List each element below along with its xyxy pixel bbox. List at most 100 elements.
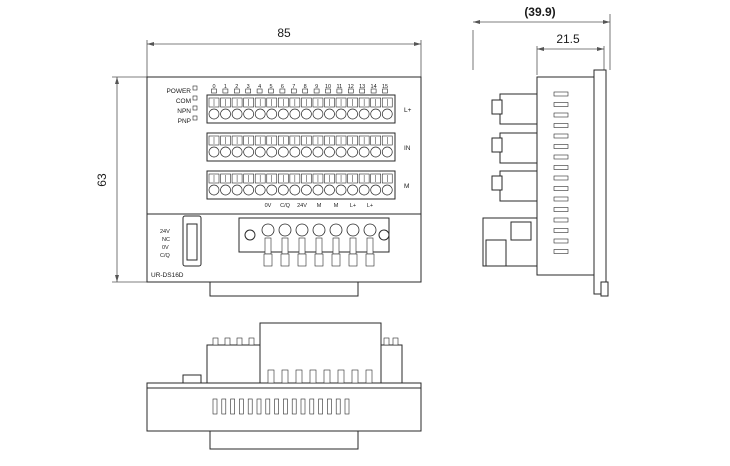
channel-led <box>234 88 240 94</box>
status-led <box>192 115 198 121</box>
connector-pin <box>281 237 289 255</box>
side-vent-slot <box>553 133 569 139</box>
connector-screw <box>329 223 343 237</box>
port-label-cq: C/Q <box>160 253 171 259</box>
channel-led <box>313 88 320 94</box>
height-dimension <box>112 76 147 283</box>
led-labels: POWER COM NPN PNP <box>166 88 191 125</box>
bottom-vent-slot <box>212 398 218 415</box>
bottom-vent-slot <box>239 398 244 415</box>
side-vent-slot <box>553 165 569 170</box>
connector-label-24v: 24V <box>297 203 307 209</box>
side-vent-slot <box>553 123 569 128</box>
channel-led <box>268 88 274 94</box>
terminal-opening <box>381 146 393 158</box>
channel-number: 14 <box>371 84 377 90</box>
connector-screw <box>295 223 309 237</box>
bottom-vents <box>212 398 350 415</box>
channel-number: 13 <box>359 84 365 90</box>
side-vent-slot <box>553 91 569 97</box>
bottom-vent-slot <box>283 398 288 415</box>
terminal-rows <box>208 97 393 196</box>
side-plug-1 <box>499 93 538 125</box>
terminal-opening <box>243 108 254 120</box>
connector-screw <box>363 223 377 237</box>
connector-wire-entry <box>297 253 307 267</box>
terminal-opening <box>220 184 231 196</box>
led-label-com: COM <box>176 98 191 105</box>
power-connector-block <box>238 217 390 253</box>
terminal-opening <box>347 146 358 158</box>
terminal-opening <box>324 146 335 158</box>
connector-label-0v: 0V <box>265 203 272 209</box>
bottom-vent-slot <box>318 398 323 415</box>
mount-hole-right <box>378 229 390 241</box>
side-vent-slot <box>553 196 569 202</box>
bottom-fins <box>212 337 399 384</box>
led-label-npn: NPN <box>177 108 191 115</box>
connector-pin <box>349 237 357 255</box>
bottom-vent-slot <box>300 398 306 415</box>
terminal-opening <box>358 184 370 196</box>
terminal-opening <box>312 146 324 158</box>
terminal-opening <box>289 184 301 196</box>
terminal-opening <box>266 184 278 196</box>
overall-depth-dimension <box>472 14 611 70</box>
terminal-opening <box>335 146 347 158</box>
connector-pin <box>315 237 323 255</box>
side-vents <box>553 91 569 254</box>
din-rail-clip <box>593 69 607 295</box>
bottom-vent-slot <box>291 398 297 415</box>
channel-number: 10 <box>325 84 331 90</box>
connector-label-lplus2: L+ <box>367 203 373 209</box>
bottom-fin <box>267 369 275 384</box>
bottom-foot <box>209 430 359 450</box>
terminal-opening <box>266 146 278 158</box>
side-plug-2 <box>499 132 538 164</box>
bottom-vent-slot <box>335 398 341 415</box>
connector-wire-entry <box>331 253 341 267</box>
terminal-opening <box>220 108 231 120</box>
terminal-opening <box>370 108 382 120</box>
side-vent-slot <box>553 102 569 107</box>
bottom-fin <box>323 369 331 384</box>
terminal-opening <box>277 184 289 196</box>
terminal-opening <box>231 146 243 158</box>
connector-pin <box>366 237 374 255</box>
channel-led <box>370 88 377 94</box>
channel-led <box>325 88 331 94</box>
channel-led <box>347 88 354 94</box>
channel-number: 7 <box>292 84 295 90</box>
bottom-vent-slot <box>274 398 279 415</box>
terminal-opening <box>208 184 220 196</box>
width-dimension <box>146 40 422 78</box>
connector-wire-entry <box>314 253 324 267</box>
bottom-fin <box>383 337 390 346</box>
channel-number: 1 <box>224 84 227 90</box>
channel-led <box>279 88 286 94</box>
status-leds <box>192 85 388 121</box>
side-vent-slot <box>553 249 569 254</box>
terminal-opening <box>277 108 289 120</box>
terminal-opening <box>301 146 312 158</box>
side-vent-slot <box>553 154 569 160</box>
port-label-nc: NC <box>162 237 170 243</box>
row-label-m: M <box>404 183 409 190</box>
terminal-opening <box>335 108 347 120</box>
channel-led <box>256 88 263 94</box>
bottom-vent-slot <box>247 398 253 415</box>
width-dimension-label: 85 <box>277 26 291 40</box>
terminal-opening <box>324 184 335 196</box>
channel-number: 15 <box>382 84 388 90</box>
status-led <box>192 95 198 101</box>
terminal-opening <box>289 146 301 158</box>
channel-led <box>336 88 343 94</box>
bottom-fin <box>224 337 231 346</box>
channel-number: 2 <box>235 84 238 90</box>
bottom-fin <box>295 369 303 384</box>
terminal-opening <box>231 184 243 196</box>
bottom-fin <box>365 369 373 384</box>
bottom-vent-slot <box>309 398 315 415</box>
terminal-opening <box>358 146 370 158</box>
bottom-fin <box>248 337 255 346</box>
